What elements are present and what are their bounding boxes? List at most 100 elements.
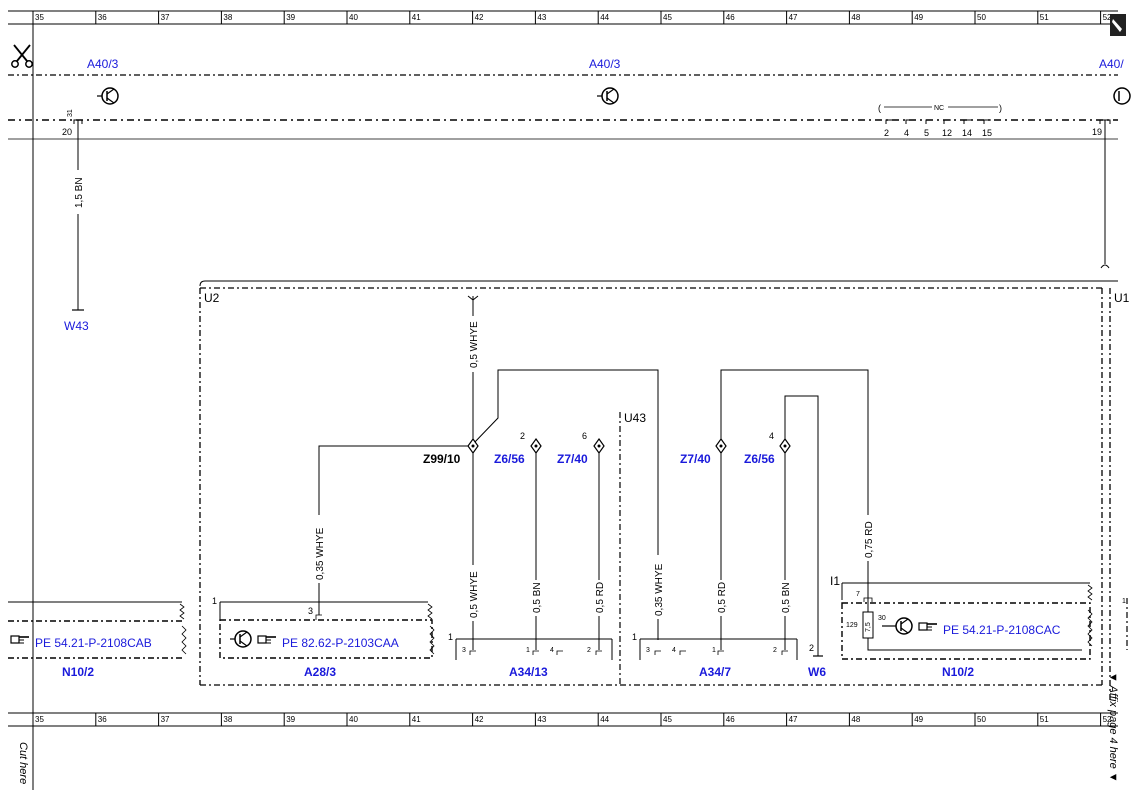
page-corner-icon: [1110, 14, 1126, 36]
wire-15bn: 1,5 BN: [74, 177, 85, 208]
nc-pin-label: 5: [924, 128, 929, 138]
bottom-ruler-column-label: 35: [35, 715, 44, 724]
transistor-icon: [1113, 87, 1131, 105]
bottom-ruler-column-label: 39: [286, 715, 295, 724]
bottom-ruler-column-label: 47: [789, 715, 798, 724]
top-ruler-column-label: 44: [600, 13, 609, 22]
top-ruler-column-label: 52: [1103, 13, 1112, 22]
bottom-ruler-column-label: 42: [475, 715, 484, 724]
module-n10-right: N10/2: [942, 665, 974, 679]
reference-pe-right[interactable]: PE 54.21-P-2108CAC: [943, 623, 1061, 637]
top-ruler-column-label: 39: [286, 13, 295, 22]
nc-pin-bracket: [983, 119, 991, 124]
svg-text:1: 1: [632, 632, 637, 642]
svg-text:1: 1: [212, 596, 217, 606]
reference-pe-left[interactable]: PE 54.21-P-2108CAB: [35, 636, 152, 650]
svg-text:(: (: [878, 103, 881, 113]
connector-z7-40-a: Z7/40: [557, 452, 588, 466]
wire-035whye-mid: 0,35 WHYE: [654, 563, 665, 616]
module-a40-mid: A40/3: [589, 57, 621, 71]
pin-20: 20: [62, 127, 72, 137]
top-ruler-column-label: 42: [475, 13, 484, 22]
n10-left-block: [8, 601, 187, 659]
svg-text:7: 7: [856, 591, 860, 598]
pin-31: 31: [67, 109, 74, 117]
module-a28-3: A28/3: [304, 665, 336, 679]
top-ruler-column-label: 35: [35, 13, 44, 22]
wire-05rd-b: 0,5 RD: [717, 582, 728, 613]
svg-text:7,5: 7,5: [865, 622, 872, 632]
connector-z6-56-b: Z6/56: [744, 452, 775, 466]
bottom-ruler-column-label: 50: [977, 715, 986, 724]
nc-bracket: ( NC ): [878, 103, 1002, 113]
a28-3-block: 1 3: [212, 596, 435, 659]
w6-pin: 2: [809, 643, 814, 653]
reference-pe-a28[interactable]: PE 82.62-P-2103CAA: [282, 636, 399, 650]
wire-05bn-a: 0,5 BN: [532, 582, 543, 613]
pointing-hand-icon: [918, 622, 937, 631]
nc-pin-bracket: [963, 119, 971, 124]
svg-text:1: 1: [712, 647, 716, 654]
svg-text:I1: I1: [830, 574, 840, 588]
top-ruler-column-label: 46: [726, 13, 735, 22]
svg-text:): ): [999, 103, 1002, 113]
a34-7-connector: 1 3 4 1 2: [632, 632, 798, 660]
module-a40-right: A40/: [1099, 57, 1124, 71]
svg-text:3: 3: [462, 647, 466, 654]
bottom-ruler-column-label: 41: [412, 715, 421, 724]
pointing-hand-icon: [257, 635, 276, 644]
nc-pin-bracket: [943, 119, 951, 124]
module-a34-13: A34/13: [509, 665, 548, 679]
top-ruler-column-label: 50: [977, 13, 986, 22]
splice-diamond-icon: [530, 437, 542, 455]
svg-text:4: 4: [550, 647, 554, 654]
nc-pin-bracket: [905, 119, 913, 124]
scissors-icon: [11, 44, 33, 68]
module-u2: U2: [204, 291, 220, 305]
splice-diamond-icon: [593, 437, 605, 455]
nc-pin-label: 14: [962, 128, 972, 138]
z6-56-a-pin: 2: [520, 431, 525, 441]
bottom-ruler-column-label: 40: [349, 715, 358, 724]
pin-19: 19: [1092, 127, 1102, 137]
nc-pin-label: 4: [904, 128, 909, 138]
top-ruler-column-label: 36: [98, 13, 107, 22]
wire-05bn-b: 0,5 BN: [781, 582, 792, 613]
module-u1: U1: [1114, 291, 1130, 305]
module-w43: W43: [64, 319, 89, 333]
connector-z7-40-b: Z7/40: [680, 452, 711, 466]
top-ruler-column-label: 51: [1040, 13, 1049, 22]
top-ruler-column-label: 48: [851, 13, 860, 22]
svg-text:3: 3: [646, 647, 650, 654]
splice-diamond-icon: [779, 437, 791, 455]
splice-diamond-icon: [467, 437, 479, 455]
svg-text:30: 30: [878, 615, 886, 622]
wire-035whye-left: 0,35 WHYE: [315, 527, 326, 580]
svg-text:1: 1: [526, 647, 530, 654]
svg-text:3: 3: [308, 606, 313, 616]
top-ruler-column-label: 38: [223, 13, 232, 22]
connector-z99-10: Z99/10: [423, 452, 461, 466]
module-n10-left: N10/2: [62, 665, 94, 679]
svg-text:2: 2: [773, 647, 777, 654]
bottom-ruler-column-label: 38: [223, 715, 232, 724]
bottom-ruler-column-label: 51: [1040, 715, 1049, 724]
a34-13-connector: 1 3 1 4 2: [448, 632, 613, 660]
nc-label: NC: [934, 105, 944, 112]
module-a40-left: A40/3: [87, 57, 119, 71]
bottom-ruler-column-label: 45: [663, 715, 672, 724]
wire-05whye-top: 0,5 WHYE: [469, 321, 480, 368]
top-ruler-column-label: 45: [663, 13, 672, 22]
transistor-icon: [230, 630, 252, 648]
top-ruler-column-label: 47: [789, 13, 798, 22]
nc-pin-bracket: [925, 119, 933, 124]
z6-56-b-pin: 4: [769, 431, 774, 441]
bottom-ruler-column-label: 43: [537, 715, 546, 724]
module-w6: W6: [808, 665, 826, 679]
module-a34-7: A34/7: [699, 665, 731, 679]
svg-text:4: 4: [672, 647, 676, 654]
nc-pin-bracket: [885, 119, 893, 124]
